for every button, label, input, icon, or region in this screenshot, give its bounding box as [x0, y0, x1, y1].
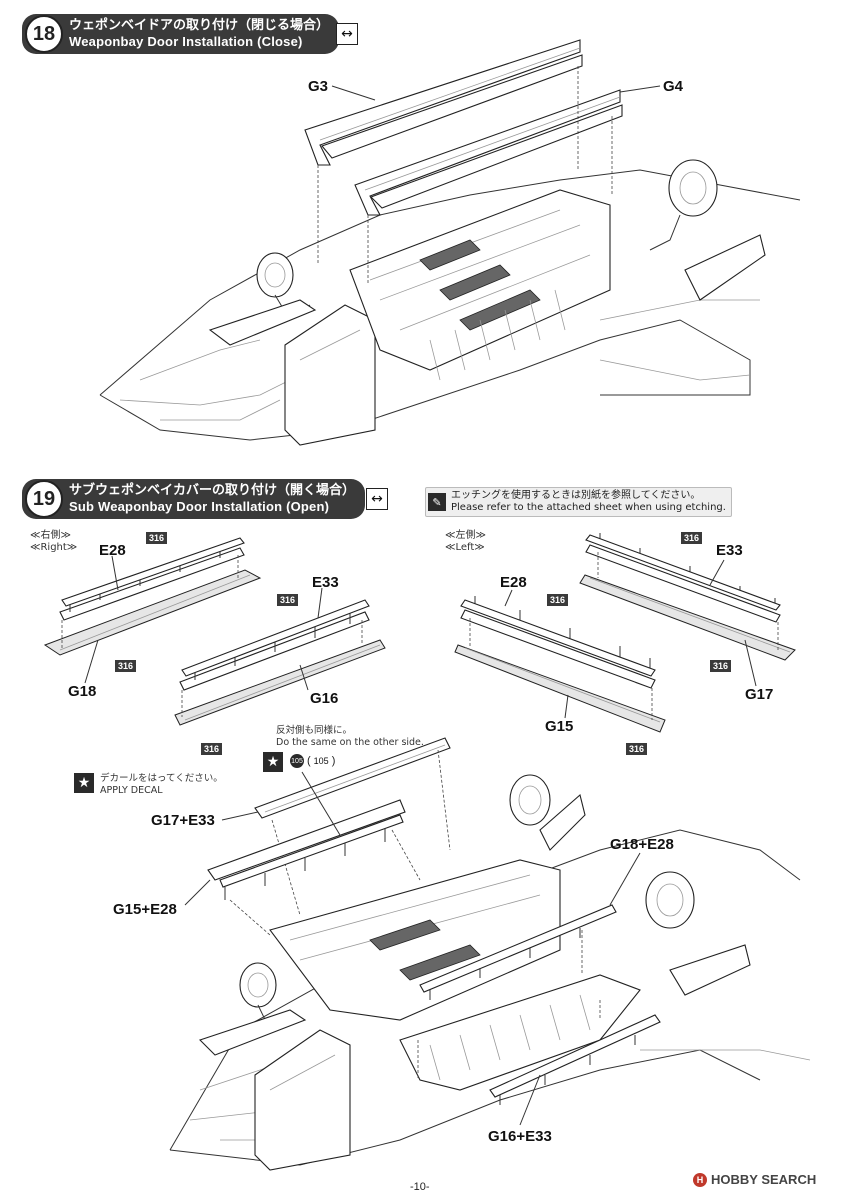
step18-header: 18 ウェポンベイドアの取り付け（閉じる場合） Weaponbay Door I… — [22, 14, 340, 54]
decal-star-icon: ★ — [263, 752, 283, 772]
watermark-text: HOBBY SEARCH — [711, 1172, 817, 1187]
left-side-jp: ≪左側≫ — [445, 530, 486, 541]
right-side-en: ≪Right≫ — [30, 542, 78, 553]
part-label-g15: G15 — [545, 718, 574, 735]
paint-code-badge: 316 — [710, 660, 732, 672]
part-label-e33-right: E33 — [312, 574, 339, 591]
other-side-jp: 反対側も同様に。 — [276, 725, 353, 736]
part-label-g18: G18 — [68, 683, 97, 700]
step19-title-jp: サブウェポンベイカバーの取り付け（開く場合） — [69, 483, 356, 498]
direction-arrows-icon: ↔ — [366, 488, 388, 510]
paint-code-badge: 316 — [681, 532, 703, 544]
apply-decal-jp: デカールをはってください。 — [100, 773, 223, 784]
assembly-label-g17-e33: G17+E33 — [151, 812, 215, 829]
hobby-search-logo-icon: H — [693, 1172, 707, 1187]
paint-code-badge: 316 — [146, 532, 168, 544]
assembly-label-g15-e28: G15+E28 — [113, 901, 177, 918]
direction-arrows-icon: ↔ — [336, 23, 358, 45]
part-label-e33-left: E33 — [716, 542, 743, 559]
other-side-note: 反対側も同様に。 Do the same on the other side. — [276, 725, 424, 749]
paint-code-badge: 316 — [201, 743, 223, 755]
left-side-label: ≪左側≫ ≪Left≫ — [445, 530, 486, 554]
step18-fuselage-drawing — [99, 39, 801, 446]
etching-note-jp: エッチングを使用するときは別紙を参照してください。 — [451, 490, 701, 501]
paint-code-badge: 316 — [547, 594, 569, 606]
part-label-e28-right: E28 — [99, 542, 126, 559]
assembly-label-g16-e33: G16+E33 — [488, 1128, 552, 1145]
pencil-note-icon: ✎ — [428, 493, 446, 511]
decal-number-circle: 105 — [290, 754, 304, 768]
star-icon: ★ — [74, 773, 94, 793]
part-label-e28-left: E28 — [500, 574, 527, 591]
decal-number: 105 (105) — [290, 754, 336, 768]
step19-fuselage-drawing — [169, 737, 811, 1171]
right-side-jp: ≪右側≫ — [30, 530, 71, 541]
step19-header: 19 サブウェポンベイカバーの取り付け（開く場合） Sub Weaponbay … — [22, 479, 366, 519]
left-side-en: ≪Left≫ — [445, 542, 485, 553]
part-label-g3: G3 — [308, 78, 329, 95]
assembly-label-g18-e28: G18+E28 — [610, 836, 674, 853]
part-label-g17: G17 — [745, 686, 774, 703]
step18-number: 18 — [25, 15, 63, 53]
step18-title-en: Weaponbay Door Installation (Close) — [69, 34, 303, 49]
hobby-search-watermark: H HOBBY SEARCH — [693, 1172, 816, 1187]
etching-note-en: Please refer to the attached sheet when … — [451, 502, 726, 513]
other-side-en: Do the same on the other side. — [276, 737, 424, 748]
apply-decal-note: ★ デカールをはってください。 APPLY DECAL — [74, 773, 223, 797]
step19-left-subassembly-drawing — [454, 533, 796, 733]
step19-right-subassembly-drawing — [43, 537, 386, 726]
apply-decal-en: APPLY DECAL — [100, 785, 163, 796]
step18-title-jp: ウェポンベイドアの取り付け（閉じる場合） — [69, 18, 330, 33]
step19-number: 19 — [25, 480, 63, 518]
decal-number-paren: 105 — [313, 756, 329, 766]
part-label-g16: G16 — [310, 690, 339, 707]
paint-code-badge: 316 — [115, 660, 137, 672]
etching-note: ✎ エッチングを使用するときは別紙を参照してください。 Please refer… — [425, 487, 732, 517]
paint-code-badge: 316 — [626, 743, 648, 755]
part-label-g4: G4 — [663, 78, 684, 95]
page-number: -10- — [410, 1181, 430, 1193]
paint-code-badge: 316 — [277, 594, 299, 606]
step19-title-en: Sub Weaponbay Door Installation (Open) — [69, 499, 330, 514]
right-side-label: ≪右側≫ ≪Right≫ — [30, 530, 77, 554]
